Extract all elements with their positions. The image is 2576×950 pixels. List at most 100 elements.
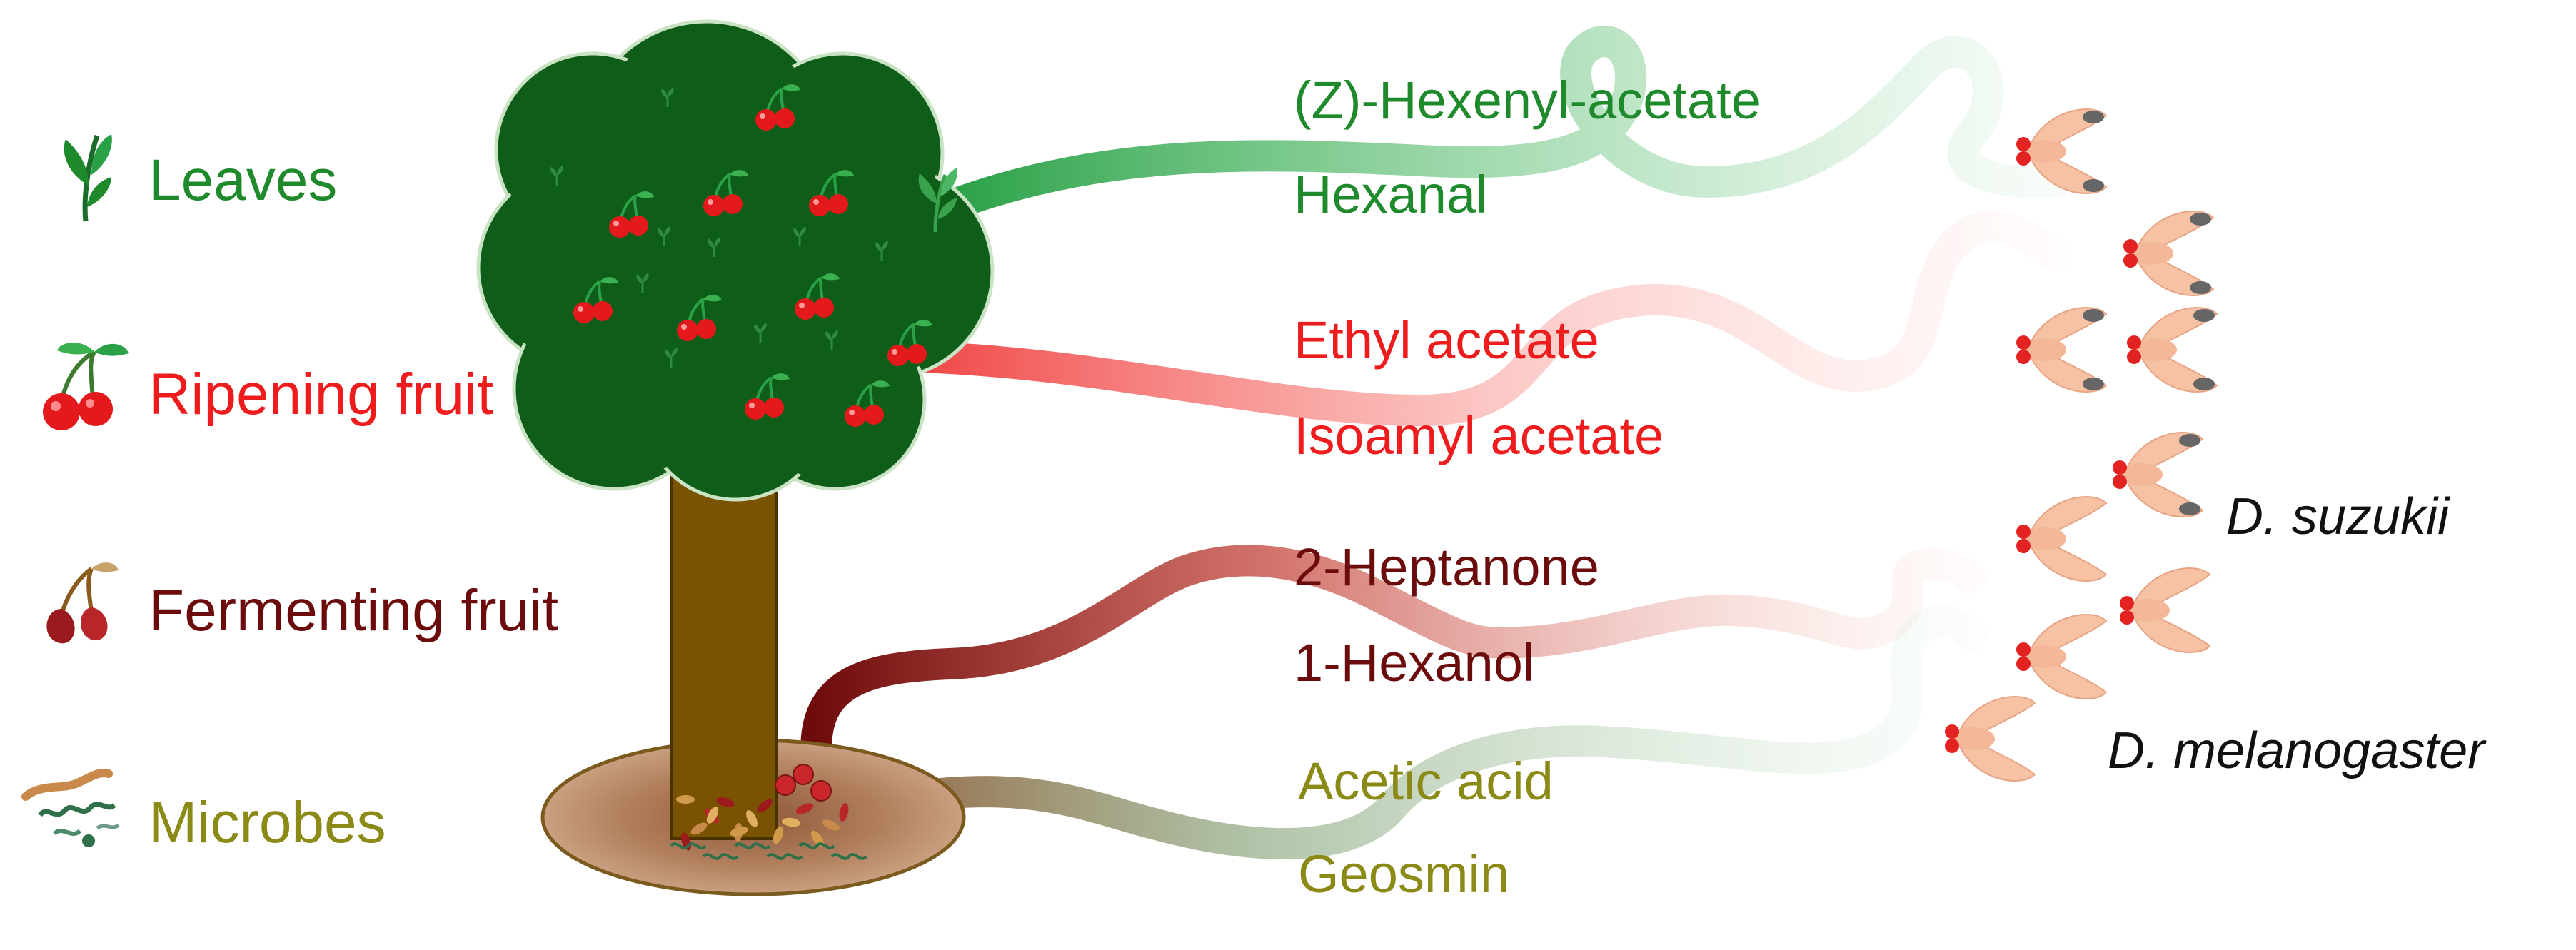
fruit-fly: [1945, 696, 2036, 782]
debris-fragment: [782, 817, 800, 827]
cherry-pair: [887, 320, 932, 366]
legend-label-leaves: Leaves: [149, 148, 338, 213]
fruit-fly: [2123, 211, 2215, 296]
compound-ethyl-acetate: Ethyl acetate: [1294, 310, 1599, 370]
debris-fragment: [795, 803, 814, 814]
canopy-sprig: [636, 273, 649, 293]
microbe-strand: [702, 853, 739, 860]
wing-spot: [2083, 179, 2104, 192]
fly-eye: [2016, 350, 2031, 364]
cherry-pair: [573, 277, 618, 323]
fly-eye: [2113, 460, 2127, 475]
species-label-d-suzukii: D. suzukii: [2226, 488, 2450, 545]
fruit-fly: [2120, 567, 2211, 653]
fly-eye: [2123, 253, 2138, 268]
debris-fragment: [746, 810, 758, 827]
canopy-sprig: [708, 237, 720, 257]
microbes-icon: [21, 769, 120, 847]
wing-spot: [2083, 309, 2104, 322]
canopy-sprig: [825, 330, 838, 350]
debris-fragment: [757, 799, 773, 813]
microbe-strand: [830, 853, 867, 860]
wing-spot: [2193, 309, 2215, 322]
cherry-pair: [703, 170, 748, 216]
fly-eye: [1945, 724, 1959, 739]
wing-spot: [2190, 213, 2211, 226]
cherry-pair: [609, 191, 654, 238]
wing-spot: [2193, 378, 2215, 390]
leaf-sprig-icon: [64, 134, 112, 222]
canopy-cherries: [573, 84, 932, 427]
tree-canopy-fill: [487, 30, 984, 491]
cherry-pair: [755, 84, 800, 131]
wing-spot: [2179, 502, 2200, 515]
fly-eye: [2016, 525, 2031, 539]
fermenting-fruit-volatile-plume: [800, 545, 1986, 783]
fly-eye: [2120, 610, 2134, 625]
fallen-cherry: [793, 764, 814, 785]
microbe-strand: [798, 842, 835, 849]
cherry-pair: [677, 295, 722, 341]
fly-eye: [2016, 539, 2031, 553]
fruit-fly: [2113, 432, 2204, 517]
debris-fragment: [730, 827, 748, 837]
fly-eye: [2016, 137, 2031, 151]
fly-eye: [2016, 642, 2031, 657]
species-label-d-melanogaster: D. melanogaster: [2108, 722, 2485, 779]
fallen-cherry: [775, 774, 796, 796]
fly-eye: [1945, 739, 1959, 753]
canopy-sprig: [754, 323, 767, 343]
microbe-strand: [734, 842, 771, 849]
debris-fragment: [822, 819, 840, 831]
fly-eye: [2127, 350, 2141, 364]
tree-trunk: [670, 434, 778, 840]
canopy-sprig: [875, 241, 888, 261]
legend-label-microbes: Microbes: [149, 790, 386, 855]
fallen-cherry: [810, 780, 832, 802]
compound-2-heptanone: 2-Heptanone: [1294, 537, 1599, 597]
compound-1-hexanol: 1-Hexanol: [1294, 633, 1535, 692]
fly-eye: [2016, 151, 2031, 166]
debris-fragment: [706, 807, 719, 824]
cherry-pair: [795, 273, 840, 320]
fallen-fruit-and-microbes: [670, 764, 867, 860]
compound-geosmin: Geosmin: [1298, 844, 1510, 904]
debris-fragment: [839, 803, 849, 822]
fly-eye: [2113, 475, 2127, 489]
debris-fragment: [773, 826, 784, 844]
canopy-sprig: [665, 348, 678, 368]
fruit-fly: [2016, 614, 2108, 699]
ripe-fruit-volatile-plume: [905, 211, 2072, 427]
cherry-pair: [745, 373, 790, 420]
legend-label-fermenting-fruit: Fermenting fruit: [149, 578, 559, 643]
cherry-icon: [43, 342, 129, 430]
debris-fragment: [676, 795, 695, 804]
microbe-strand: [670, 842, 707, 849]
fly-eye: [2120, 596, 2134, 610]
fly-eye: [2016, 335, 2031, 350]
microbe-volatile-plume: [859, 605, 1986, 860]
canopy-sprig: [658, 226, 670, 246]
rotten-cherry-icon: [46, 562, 119, 644]
canopy-sprig: [550, 166, 563, 186]
compound-isoamyl-acetate: Isoamyl acetate: [1294, 406, 1664, 465]
debris-fragment: [716, 797, 735, 807]
wing-spot: [2190, 281, 2211, 294]
wing-spot: [2083, 378, 2104, 390]
cherry-pair: [845, 380, 890, 427]
cherry-pair: [809, 170, 854, 216]
legend-label-ripening-fruit: Ripening fruit: [149, 362, 494, 427]
compound-acetic-acid: Acetic acid: [1298, 752, 1554, 811]
canopy-leaf-sprigs: [550, 87, 958, 368]
fly-swarm: [1945, 108, 2218, 782]
wing-spot: [2083, 111, 2104, 123]
fly-eye: [2016, 657, 2031, 671]
fruit-fly: [2127, 307, 2218, 393]
fruit-fly: [2016, 496, 2108, 582]
fruit-fly: [2016, 108, 2108, 194]
compound-z-hexenyl-acetate: (Z)-Hexenyl-acetate: [1294, 71, 1761, 130]
compound-hexanal: Hexanal: [1294, 165, 1488, 224]
plume-source-leaf: [918, 168, 958, 233]
microbe-strand: [766, 853, 803, 860]
debris-fragment: [690, 822, 708, 835]
